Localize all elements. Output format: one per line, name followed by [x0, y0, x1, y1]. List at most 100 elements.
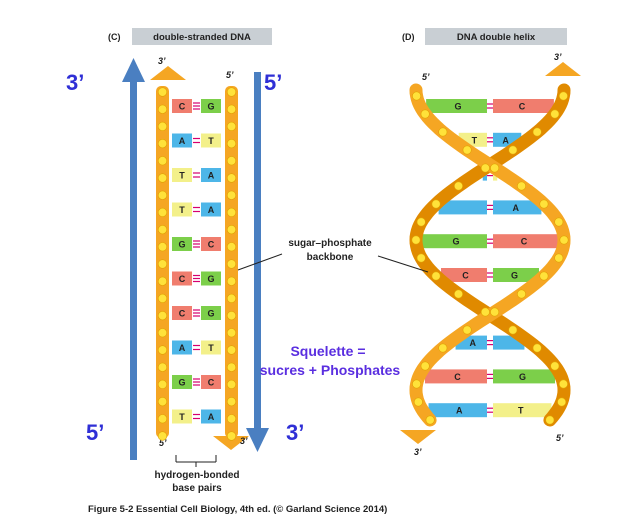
base-right [201, 202, 221, 217]
sugar-dot [438, 343, 448, 353]
sugar-dot [226, 276, 237, 286]
sugar-dot [416, 253, 426, 263]
base-left [172, 202, 192, 217]
sugar-dot [157, 276, 168, 286]
sugar-dot [157, 242, 168, 252]
helix-base-right [493, 200, 542, 215]
sugar-dot [226, 362, 237, 372]
right-strand-head [213, 436, 249, 450]
panel-d-title: DNA double helix [457, 32, 536, 43]
panel-d-end-left-top: 5’ [422, 72, 430, 82]
sugar-dot [480, 163, 490, 173]
sugar-dot [532, 343, 542, 353]
base-right [201, 409, 221, 424]
base-right [201, 237, 221, 251]
helix-base-left [428, 403, 487, 418]
helix-base-left [426, 99, 487, 113]
sugar-dot [157, 259, 168, 269]
sugar-dot [508, 325, 518, 335]
helix-base-left [438, 200, 487, 215]
sugar-dot [226, 139, 237, 149]
backbone-label-line1: sugar–phosphate [288, 238, 372, 249]
panel-d-end-right-bottom: 5’ [556, 433, 564, 443]
base-right-letter: G [207, 102, 214, 112]
sugar-dot [431, 199, 441, 209]
sugar-dot [411, 235, 421, 245]
sugar-dot [558, 379, 568, 389]
big-label-3-top: 3’ [66, 70, 84, 95]
base-left [172, 99, 192, 113]
helix-base-left-letter: C [454, 372, 461, 382]
panel-d-end-left-bottom: 3’ [414, 447, 422, 457]
sugar-dot [157, 431, 168, 441]
backbone-label-line2: backbone [307, 252, 354, 263]
sugar-dot [453, 181, 463, 191]
helix-base-right [493, 268, 539, 282]
sugar-dot [412, 379, 422, 389]
sugar-dot [157, 190, 168, 200]
hbond-bracket [175, 455, 217, 467]
helix-base-left-letter: A [456, 406, 463, 416]
sugar-dot [425, 415, 435, 425]
sugar-dot [226, 328, 237, 338]
sugar-dot [517, 289, 527, 299]
sugar-dot [490, 163, 500, 173]
sugar-dot [545, 415, 555, 425]
helix-base-right-letter: C [519, 102, 526, 112]
squelette-line2: sucres + Phosphates [260, 362, 401, 378]
sugar-dot [157, 397, 168, 407]
sugar-dot [157, 104, 168, 114]
sugar-dot [517, 181, 527, 191]
base-left [172, 237, 192, 251]
helix-top-head [545, 62, 581, 76]
base-right-letter: G [207, 309, 214, 319]
sugar-dot [157, 139, 168, 149]
squelette-line1: Squelette = [290, 343, 365, 359]
helix-base-right-letter: T [518, 406, 524, 416]
panel-c-title: double-stranded DNA [153, 32, 251, 43]
panel-c-end-left-bottom: 5’ [159, 438, 167, 448]
sugar-dot [157, 173, 168, 183]
sugar-dot [157, 328, 168, 338]
panel-c-title-box [132, 28, 272, 45]
sugar-dot [453, 289, 463, 299]
sugar-dot [226, 311, 237, 321]
helix-base-left-letter: A [470, 338, 477, 348]
base-left-letter: C [179, 309, 186, 319]
base-right-letter: A [208, 205, 215, 215]
sugar-dot [226, 397, 237, 407]
sugar-dot [157, 414, 168, 424]
right-strand-arrow [246, 72, 269, 452]
sugar-dot [226, 207, 237, 217]
base-right [201, 375, 221, 389]
sugar-dot [157, 345, 168, 355]
hbond-label-line2: base pairs [172, 483, 222, 494]
sugar-dot [412, 91, 422, 101]
sugar-dot [559, 235, 569, 245]
helix-base-right-letter: G [519, 372, 526, 382]
panel-c-end-right-top: 5’ [226, 70, 234, 80]
sugar-dot [554, 217, 564, 227]
sugar-dot [557, 397, 567, 407]
base-left-letter: A [179, 136, 186, 146]
sugar-dot [226, 242, 237, 252]
big-label-5-bottom: 5’ [86, 420, 104, 445]
sugar-dot [226, 414, 237, 424]
sugar-dot [558, 91, 568, 101]
sugar-dot [490, 307, 500, 317]
sugar-dot [226, 87, 237, 97]
sugar-dot [157, 311, 168, 321]
sugar-dot [480, 307, 490, 317]
base-left [172, 133, 192, 148]
sugar-dot [157, 225, 168, 235]
sugar-dot [157, 379, 168, 390]
base-right [201, 306, 221, 320]
